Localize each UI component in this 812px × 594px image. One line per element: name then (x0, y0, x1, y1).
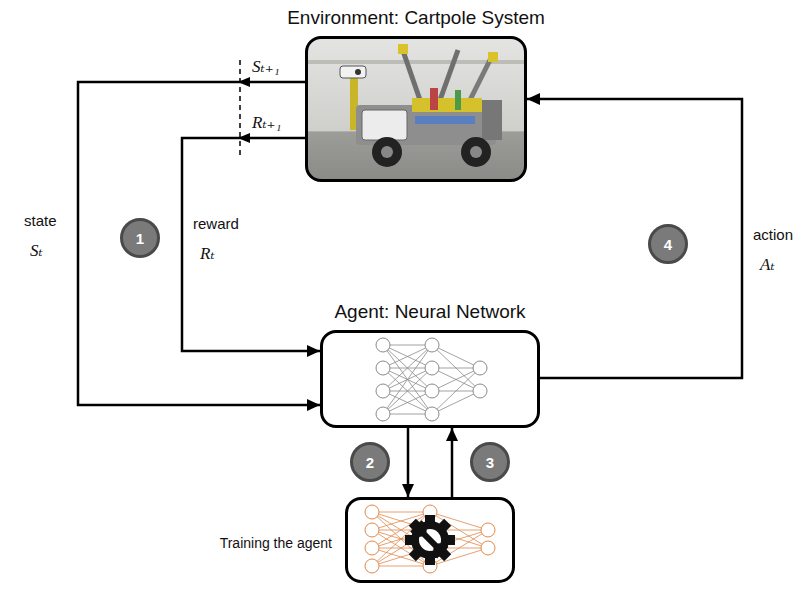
callout-number: 2 (350, 442, 390, 482)
callout-number: 1 (120, 218, 160, 258)
node-title: Environment: Cartpole System (287, 7, 545, 29)
signal-symbol: Rₜ (200, 243, 215, 264)
signal-name: reward (193, 215, 239, 232)
gear-icon (405, 515, 455, 565)
training-net-icon (365, 505, 495, 573)
callout-number: 4 (648, 224, 688, 264)
neural-net-nodes (376, 338, 487, 421)
signal-symbol: Sₜ₊₁ (252, 56, 280, 77)
environment-box: Environment: Cartpole System (305, 36, 527, 182)
flow-arrow (527, 99, 742, 378)
agent-box: Agent: Neural Network (320, 330, 540, 428)
signal-symbol: Rₜ₊₁ (252, 112, 281, 133)
sample-line (239, 60, 241, 158)
signal-symbol: Sₜ (30, 240, 43, 261)
cartpole-photo (306, 37, 526, 181)
training-box: Training the agent (345, 497, 515, 583)
node-title: Agent: Neural Network (334, 301, 525, 323)
flow-arrow (407, 428, 410, 497)
flow-arrow (78, 82, 320, 405)
callout-number: 3 (470, 442, 510, 482)
flow-arrow (182, 138, 320, 351)
flow-arrow (451, 428, 454, 497)
signal-symbol: Aₜ (760, 254, 775, 275)
signal-name: state (24, 212, 57, 229)
node-caption: Training the agent (220, 535, 332, 551)
signal-name: action (753, 226, 793, 243)
neural-net-icon (383, 345, 480, 414)
